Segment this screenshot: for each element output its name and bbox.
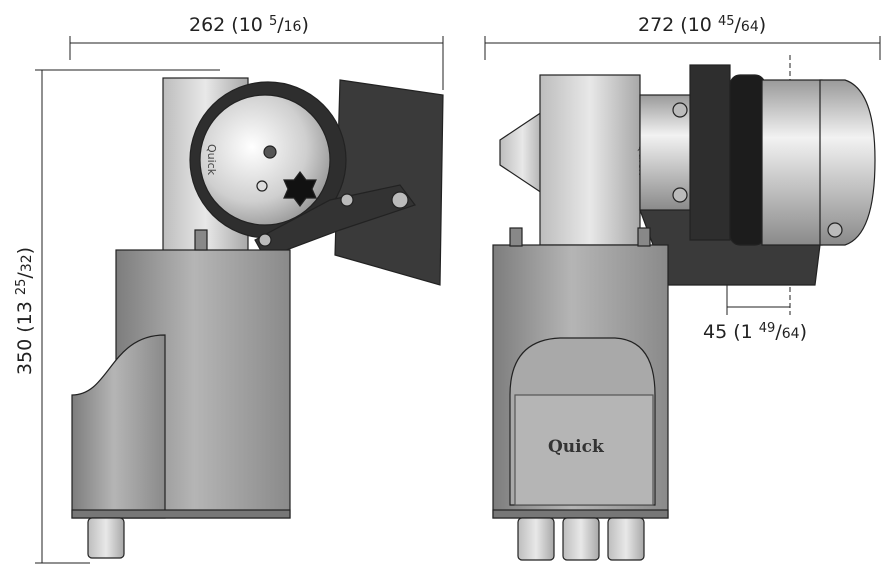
mounting-bracket <box>334 79 444 286</box>
cable-gland <box>562 517 600 561</box>
cable-gland <box>517 517 555 561</box>
dimension-height: 350 (13 25/32) <box>14 246 36 376</box>
cable-gland <box>607 517 645 561</box>
side-view: Quick <box>71 77 444 559</box>
shaft-nose <box>499 108 546 197</box>
gypsy <box>761 79 823 246</box>
dimension-chain-offset: 45 (1 49/64) <box>703 321 807 343</box>
capstan-drum <box>199 94 331 226</box>
clutch-plate <box>689 64 731 241</box>
front-view: Quick <box>492 64 876 561</box>
gypsy-shaft <box>283 171 317 207</box>
side-logo: Quick <box>205 144 218 176</box>
motor-front-cover <box>71 334 166 519</box>
cable-gland <box>87 517 125 559</box>
brand-logo: Quick <box>548 437 605 457</box>
dimension-width-side: 262 (10 5/16) <box>189 14 309 36</box>
dimension-width-front: 272 (10 45/64) <box>638 14 767 36</box>
gearbox-housing <box>539 74 641 246</box>
drum-end <box>819 79 876 246</box>
